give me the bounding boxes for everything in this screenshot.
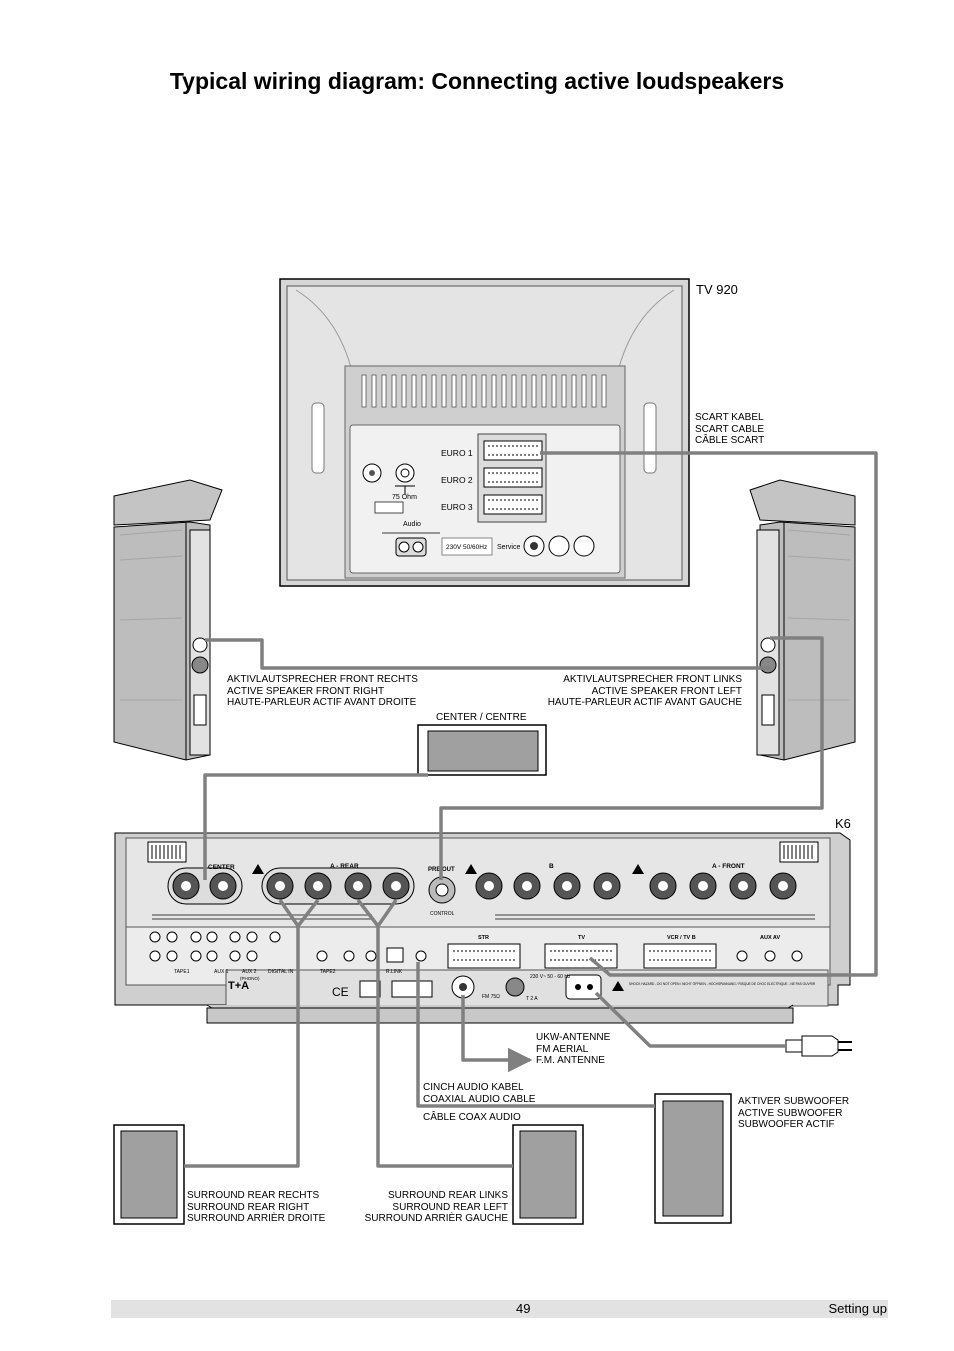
center-speaker [417,724,547,776]
tv-ohm-label: 75 Ohm [392,494,417,501]
k6-aux1-label: AUX 1 [214,969,229,975]
front-right-cable [205,638,770,670]
tv-920-rear: EURO 1 EURO 2 EURO 3 75 Ohm Audio 230V 5… [279,278,690,587]
scart-cable [540,451,878,977]
fm-aerial-label: UKW-ANTENNE FM AERIAL F.M. ANTENNE [536,1032,611,1066]
receiver-name-label: K6 [835,816,851,831]
rear-right-cable [184,898,320,1168]
tv-antenna-sockets [362,463,415,483]
center-cable [203,773,428,880]
svg-text:CE: CE [332,985,349,999]
tv-audio-jacks [395,537,427,557]
power-plug [785,1035,852,1057]
page-title: Typical wiring diagram: Connecting activ… [169,68,785,94]
k6-tv-label: TV [578,935,585,941]
surround-rear-left-speaker [512,1124,584,1225]
section-name: Setting up [828,1301,887,1316]
mains-cable [594,991,786,1048]
coax-cable-label: CINCH AUDIO KABEL COAXIAL AUDIO CABLE CÂ… [423,1082,536,1123]
k6-b-label: B [549,863,554,870]
front-right-speaker [113,479,223,761]
rear-left-cable [356,898,513,1168]
tv-euro3-label: EURO 3 [441,502,473,512]
k6-warning-label: SHOCK HAZARD - DO NOT OPEN / NICHT ÖFFNE… [629,982,816,986]
surround-rear-left-label: SURROUND REAR LINKS SURROUND REAR LEFT S… [364,1190,508,1224]
k6-rlink-label: R.LINK [386,969,403,975]
k6-tape1-label: TAPE1 [174,969,190,975]
k6-t2a-label: T 2 A [526,996,538,1002]
surround-rear-right-label: SURROUND REAR RECHTS SURROUND REAR RIGHT… [187,1190,326,1224]
front-left-speaker [749,479,856,761]
k6-center-label: CENTER [208,864,235,871]
fm-aerial-cable [461,995,533,1073]
subwoofer-label: AKTIVER SUBWOOFER ACTIVE SUBWOOFER SUBWO… [738,1096,850,1130]
k6-auxav-label: AUX AV [760,935,781,941]
k6-fm-label: FM 75Ω [482,994,500,1000]
k6-control-label: CONTROL [430,911,455,917]
k6-phono-label: (PHONO) [240,976,260,981]
tv-service-sockets [523,535,595,557]
subwoofer [654,1093,732,1224]
front-left-cable [439,636,824,880]
front-right-speaker-label: AKTIVLAUTSPRECHER FRONT RECHTS ACTIVE SP… [227,674,418,708]
tv-scart-sockets [477,433,547,523]
tv-audio-label: Audio [403,521,421,528]
surround-rear-right-speaker [113,1124,185,1225]
page-number: 49 [516,1301,531,1316]
footer-bar [111,1300,888,1318]
svg-text:T+A: T+A [228,980,249,992]
tv-service-label: Service [497,544,520,551]
tv-euro1-label: EURO 1 [441,448,473,458]
tv-name-label: TV 920 [696,282,738,297]
tv-power-label: 230V 50/60Hz [446,544,487,551]
k6-vcr-label: VCR / TV B [667,935,696,941]
k6-digital-in-label: DIGITAL IN [268,969,294,975]
k6-tape2-label: TAPE2 [320,969,336,975]
tv-vent-slots [361,374,607,408]
scart-cable-label: SCART KABEL SCART CABLE CÂBLE SCART [695,412,765,446]
center-speaker-label: CENTER / CENTRE [436,712,527,723]
k6-front-label: A - FRONT [712,863,745,870]
front-left-speaker-label: AKTIVLAUTSPRECHER FRONT LINKS ACTIVE SPE… [547,674,742,708]
k6-mains-label: 230 V~ 50 - 60 Hz [530,974,571,980]
k6-str-label: STR [478,935,489,941]
k6-rear-label: A - REAR [330,863,359,870]
coax-cable [416,962,655,1108]
k6-aux2-label: AUX 2 [242,969,257,975]
cables [184,451,878,1168]
tv-euro2-label: EURO 2 [441,475,473,485]
